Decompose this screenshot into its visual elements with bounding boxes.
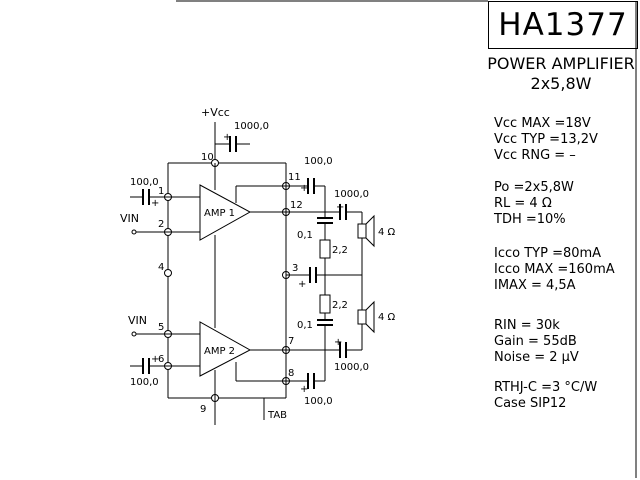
- amp1: AMP 1: [168, 184, 286, 241]
- svg-text:+: +: [298, 279, 306, 290]
- spec-vcc-typ: Vcc TYP =13,2V: [494, 132, 598, 147]
- svg-text:+: +: [336, 202, 344, 213]
- output2: 0,1 2,2 + 1000,0 4 Ω: [286, 275, 396, 373]
- pin-10-label: 10: [201, 152, 214, 163]
- spec-group-output: Po =2x5,8W RL = 4 Ω TDH =10%: [494, 180, 574, 228]
- spec-rin: RIN = 30k: [494, 318, 560, 333]
- description: POWER AMPLIFIER: [487, 54, 635, 73]
- svg-text:+: +: [151, 354, 159, 365]
- spec-vcc-max: Vcc MAX =18V: [494, 116, 591, 131]
- pin-dots: [164, 159, 290, 402]
- vin2: VIN: [128, 314, 168, 337]
- spk2-value: 4 Ω: [378, 312, 396, 323]
- c-supply-value: 1000,0: [234, 121, 269, 132]
- pin3-common: +: [286, 267, 362, 290]
- spec-rl: RL = 4 Ω: [494, 196, 552, 211]
- svg-text:+: +: [300, 183, 308, 194]
- c-pin1: + 100,0: [130, 177, 168, 209]
- spec-group-current: Icco TYP =80mA Icco MAX =160mA IMAX = 4,…: [494, 246, 615, 294]
- r-zobel2-value: 2,2: [332, 300, 348, 311]
- svg-text:+: +: [151, 198, 159, 209]
- c-pin6-value: 100,0: [130, 377, 159, 388]
- vin1: VIN: [120, 212, 168, 235]
- supply-section: +Vcc 1000,0 +: [201, 106, 269, 163]
- spec-vcc-rng: Vcc RNG = –: [494, 148, 576, 163]
- svg-text:+: +: [223, 132, 231, 143]
- amp2: AMP 2: [168, 321, 286, 382]
- svg-text:+: +: [300, 384, 308, 395]
- c-pin8-value: 100,0: [304, 396, 333, 407]
- pin-7-label: 7: [288, 336, 294, 347]
- c-pin6: + 100,0: [130, 354, 168, 388]
- svg-text:+: +: [334, 337, 342, 348]
- amp2-label: AMP 2: [204, 346, 235, 357]
- spec-rth: RTHJ-C =3 °C/W: [494, 380, 598, 395]
- r-zobel1-value: 2,2: [332, 245, 348, 256]
- part-number-box: HA1377: [488, 1, 638, 49]
- power-rating: 2x5,8W: [530, 74, 592, 93]
- spec-gain: Gain = 55dB: [494, 334, 577, 349]
- supply-label: +Vcc: [201, 106, 230, 119]
- c-out1-value: 1000,0: [334, 189, 369, 200]
- pin-12-label: 12: [290, 200, 303, 211]
- pin-9-label: 9: [200, 404, 206, 415]
- spec-po: Po =2x5,8W: [494, 180, 574, 195]
- pin-1-label: 1: [158, 186, 164, 197]
- c-out2-value: 1000,0: [334, 362, 369, 373]
- output1: + 1000,0 0,1 2,2 4 Ω: [286, 189, 396, 275]
- c-pin11: + 100,0: [286, 156, 333, 212]
- spk1-value: 4 Ω: [378, 227, 396, 238]
- spec-group-input: RIN = 30k Gain = 55dB Noise = 2 µV: [494, 318, 579, 366]
- c-pin1-value: 100,0: [130, 177, 159, 188]
- pin-8-label: 8: [288, 368, 294, 379]
- pin-6-label: 6: [158, 354, 164, 365]
- pin-2-label: 2: [158, 219, 164, 230]
- spec-group-thermal: RTHJ-C =3 °C/W Case SIP12: [494, 380, 597, 412]
- c-pin11-value: 100,0: [304, 156, 333, 167]
- spec-noise: Noise = 2 µV: [494, 350, 579, 365]
- pin-3-label: 3: [292, 263, 298, 274]
- pin-4-dot: [164, 269, 172, 277]
- spec-imax: IMAX = 4,5A: [494, 278, 576, 293]
- amp1-label: AMP 1: [204, 208, 235, 219]
- c-pin8: + 100,0: [286, 350, 333, 407]
- pin-4-label: 4: [158, 262, 164, 273]
- spec-case: Case SIP12: [494, 396, 567, 411]
- c-zobel1-value: 0,1: [297, 230, 313, 241]
- pin-5-label: 5: [158, 322, 164, 333]
- spec-group-supply: Vcc MAX =18V Vcc TYP =13,2V Vcc RNG = –: [494, 116, 598, 164]
- spec-icco-max: Icco MAX =160mA: [494, 262, 615, 277]
- pin-11-label: 11: [288, 172, 301, 183]
- spec-tdh: TDH =10%: [494, 212, 566, 227]
- vin2-label: VIN: [128, 314, 147, 327]
- tab-label: TAB: [267, 410, 287, 421]
- c-zobel2-value: 0,1: [297, 320, 313, 331]
- vin1-label: VIN: [120, 212, 139, 225]
- part-number: HA1377: [498, 7, 628, 43]
- spec-icco-typ: Icco TYP =80mA: [494, 246, 602, 261]
